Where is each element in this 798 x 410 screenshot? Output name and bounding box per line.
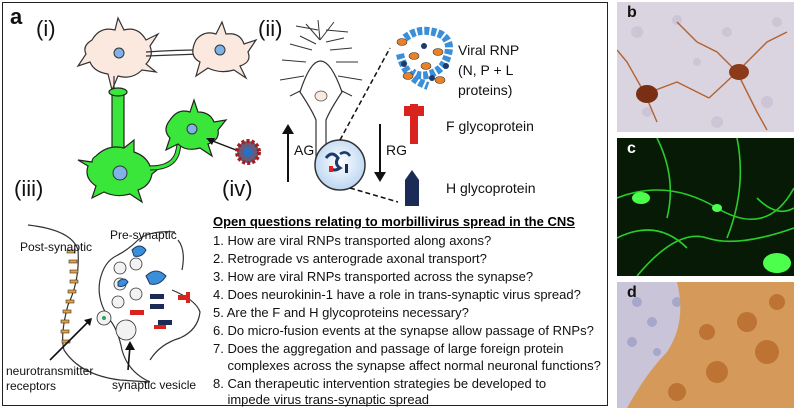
- question-8a: 8. Can therapeutic intervention strategi…: [213, 376, 547, 391]
- synaptic-vesicle-label: synaptic vesicle: [112, 378, 197, 392]
- subpanel-i-label: (i): [36, 16, 56, 41]
- question-1: 1. How are viral RNPs transported along …: [213, 233, 492, 248]
- panel-b-letter: b: [627, 4, 637, 21]
- neurotransmitter-label-1: neurotransmitter: [6, 364, 94, 378]
- virus-particle: [235, 139, 261, 165]
- viral-rnp-label-3: proteins): [458, 82, 513, 98]
- beige-neuron-left-nucleus: [113, 47, 125, 59]
- beige-neuron-left: [76, 16, 201, 92]
- panel-b-micrograph: b: [617, 2, 794, 132]
- question-4: 4. Does neurokinin-1 have a role in tran…: [213, 287, 581, 302]
- f-glycoprotein-label: F glycoprotein: [446, 118, 534, 134]
- subpanel-ii-label: (ii): [258, 16, 283, 41]
- ag-label: AG: [294, 142, 315, 158]
- panel-c-micrograph: c: [617, 138, 794, 276]
- question-8b: impede virus trans-synaptic spread: [213, 392, 430, 407]
- question-5: 5. Are the F and H glycoproteins necessa…: [213, 305, 469, 320]
- synapse-rnps: [117, 245, 167, 287]
- h-glycoprotein-shape: [405, 170, 419, 206]
- h-glycoprotein-label: H glycoprotein: [446, 180, 536, 196]
- post-synaptic-label: Post-synaptic: [20, 240, 93, 254]
- panel-d-micrograph: d: [617, 282, 794, 408]
- rg-label: RG: [386, 142, 407, 158]
- panel-c-letter: c: [627, 140, 636, 157]
- axon-zoom-circle: [314, 139, 366, 191]
- synapse-diagram: [27, 224, 201, 383]
- viral-rnp-label-1: Viral RNP: [458, 42, 520, 58]
- beige-neuron-right-nucleus: [214, 44, 226, 56]
- panel-a-diagram: [27, 16, 453, 383]
- f-glycoprotein-shape: [404, 104, 424, 144]
- question-6: 6. Do micro-fusion events at the synapse…: [213, 323, 594, 338]
- questions-title: Open questions relating to morbillivirus…: [213, 214, 575, 229]
- viral-rnp-illustration: [396, 26, 453, 90]
- large-neuron-body: [299, 60, 343, 161]
- synapse-glycoproteins: [130, 292, 190, 329]
- question-3: 3. How are viral RNPs transported across…: [213, 269, 534, 284]
- neurotransmitter-label-2: receptors: [6, 379, 57, 393]
- synaptic-vesicles: [96, 257, 143, 341]
- panel-a-letter: a: [10, 4, 23, 29]
- viral-rnp-label-2: (N, P + L: [458, 62, 514, 78]
- subpanel-iv-label: (iv): [222, 176, 253, 201]
- subpanel-iii-label: (iii): [14, 176, 44, 201]
- green-neuron-right-nucleus: [186, 123, 198, 135]
- green-neuron-bottom-nucleus: [112, 165, 128, 181]
- neurotransmitter-receptors-shape: [60, 249, 79, 344]
- question-7b: complexes across the synapse affect norm…: [213, 358, 601, 373]
- question-7a: 7. Does the aggregation and passage of l…: [213, 341, 564, 356]
- pre-synaptic-label: Pre-synaptic: [110, 228, 177, 242]
- panel-d-letter: d: [627, 284, 637, 301]
- question-2: 2. Retrograde vs anterograde axonal tran…: [213, 251, 487, 266]
